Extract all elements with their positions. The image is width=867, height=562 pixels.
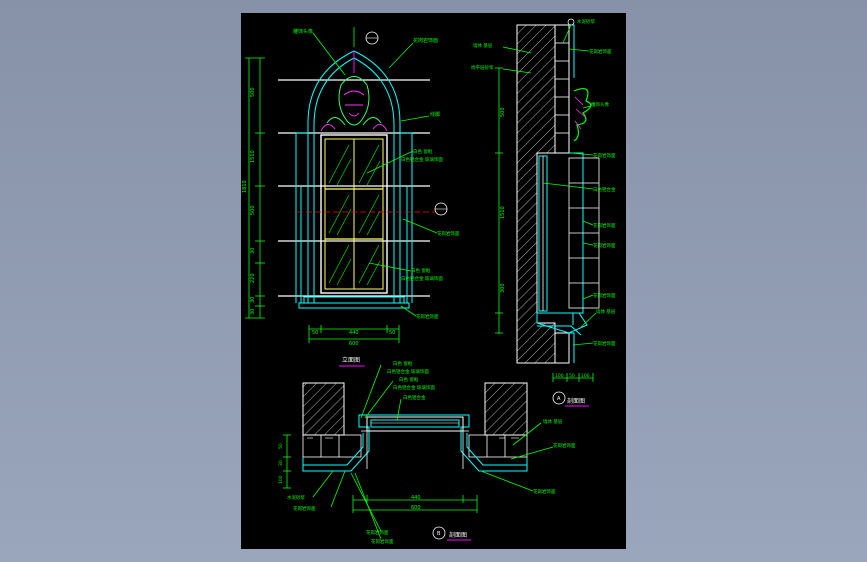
dim-sect-b-1: 50	[569, 373, 575, 379]
label-section-a7: 花岗岩饰面	[593, 222, 616, 229]
label-plan-left2: 花岗岩饰面	[293, 505, 316, 512]
label-section-a8: 花岗岩饰面	[593, 242, 616, 249]
label-elev-window-1a: 白色 窗框	[413, 148, 433, 155]
label-section-a1: 墙体 基层	[473, 42, 493, 49]
section-a-title: 剖面图	[567, 397, 585, 405]
dim-sect-v-0: 500	[500, 107, 506, 117]
label-plan-2b: 白色铝合金 玻璃饰面	[393, 384, 435, 391]
label-section-a10: 墙体 基层	[596, 308, 616, 315]
dim-sect-b-2: 100	[581, 373, 590, 379]
plan-section-view: 50 30 100 440 600 B 剖面图	[278, 360, 576, 545]
label-elev-top-left: 雕饰头像	[293, 28, 313, 35]
label-plan-left1: 水泥砂浆	[287, 494, 305, 501]
label-section-top: 水泥砂浆	[577, 18, 595, 25]
dim-sect-v-1: 1510	[500, 206, 506, 219]
label-section-a6: 白色铝合金	[593, 186, 616, 193]
elevation-title: 立面图	[342, 356, 360, 364]
dim-elev-v-3: 30	[250, 248, 256, 254]
label-elev-window-2b: 白色铝合金 玻璃饰面	[401, 275, 443, 282]
dim-elev-total: 1810	[242, 180, 248, 193]
label-plan-glass: 白色铝合金	[403, 394, 426, 401]
label-elev-window-1b: 白色铝合金 玻璃饰面	[401, 156, 443, 163]
dim-elev-v-1: 1510	[250, 150, 256, 163]
label-section-a4: 雕饰头像	[591, 101, 609, 108]
wall-hatch	[516, 24, 556, 364]
section-b-title: 剖面图	[449, 531, 467, 539]
ornament-head-icon	[320, 51, 388, 132]
dim-plan-w-total: 600	[411, 505, 421, 511]
section-view: 水泥砂浆 500 1510 300	[471, 18, 616, 407]
elevation-view: 500 1510 500 30 220 30 30 1810 50	[242, 27, 460, 367]
dim-elev-w-1: 440	[349, 330, 359, 336]
dim-elev-v-5: 30	[250, 297, 256, 303]
dim-elev-v-6: 30	[250, 309, 256, 315]
drawing-canvas: 500 1510 500 30 220 30 30 1810 50	[242, 18, 616, 545]
dim-elev-w-2: 50	[389, 330, 395, 336]
label-plan-right3: 花岗岩饰面	[533, 488, 556, 495]
dim-plan-v-0: 50	[278, 443, 284, 449]
jamb-steps	[295, 132, 413, 303]
label-elev-top-right: 花岗岩饰面	[413, 37, 438, 44]
label-plan-right1: 墙体 基层	[543, 418, 563, 425]
label-plan-1b: 白色铝合金 玻璃饰面	[387, 368, 429, 375]
label-plan-1a: 白色 窗框	[393, 360, 413, 367]
dim-elev-w-0: 50	[312, 330, 318, 336]
dim-sect-v-2: 300	[500, 283, 506, 293]
dim-elev-v-4: 220	[250, 273, 256, 283]
label-elev-right-mid: 线脚	[430, 111, 440, 118]
label-plan-right2: 花岗岩饰面	[553, 442, 576, 449]
label-elev-wall: 花岗岩饰面	[437, 230, 460, 237]
label-plan-left3: 花岗岩饰面	[366, 529, 389, 536]
dim-elev-v-0: 500	[250, 87, 256, 97]
dim-plan-w-sub: 440	[411, 495, 421, 501]
label-section-a5: 花岗岩饰面	[593, 152, 616, 159]
dim-plan-v-2: 100	[278, 475, 284, 484]
label-section-a9: 花岗岩饰面	[593, 292, 616, 299]
carved-head-section-icon	[573, 88, 592, 142]
dim-elev-w-total: 600	[349, 341, 359, 347]
dim-plan-v-1: 30	[278, 460, 284, 466]
window-sill	[303, 296, 405, 304]
drawing-sheet[interactable]: 500 1510 500 30 220 30 30 1810 50	[241, 13, 626, 549]
label-plan-left4: 花岗岩饰面	[371, 538, 394, 545]
jamb-steps-inner	[300, 186, 408, 303]
label-elev-window-2a: 白色 窗框	[411, 267, 431, 274]
section-a-marker: A	[557, 396, 561, 402]
dim-sect-b-0: 100	[555, 373, 564, 379]
label-section-a3: 找平层砂浆	[471, 64, 494, 71]
label-plan-2a: 白色 窗框	[399, 376, 419, 383]
window-frame	[320, 134, 388, 294]
section-b-marker-icon	[432, 526, 446, 540]
label-elev-sill: 花岗岩饰面	[416, 313, 439, 320]
dim-elev-v-2: 500	[250, 205, 256, 215]
label-section-a11: 花岗岩饰面	[593, 340, 616, 347]
section-b-marker: B	[437, 531, 441, 537]
section-a-marker-icon	[552, 391, 566, 405]
label-section-a2: 花岗岩饰面	[589, 48, 612, 55]
